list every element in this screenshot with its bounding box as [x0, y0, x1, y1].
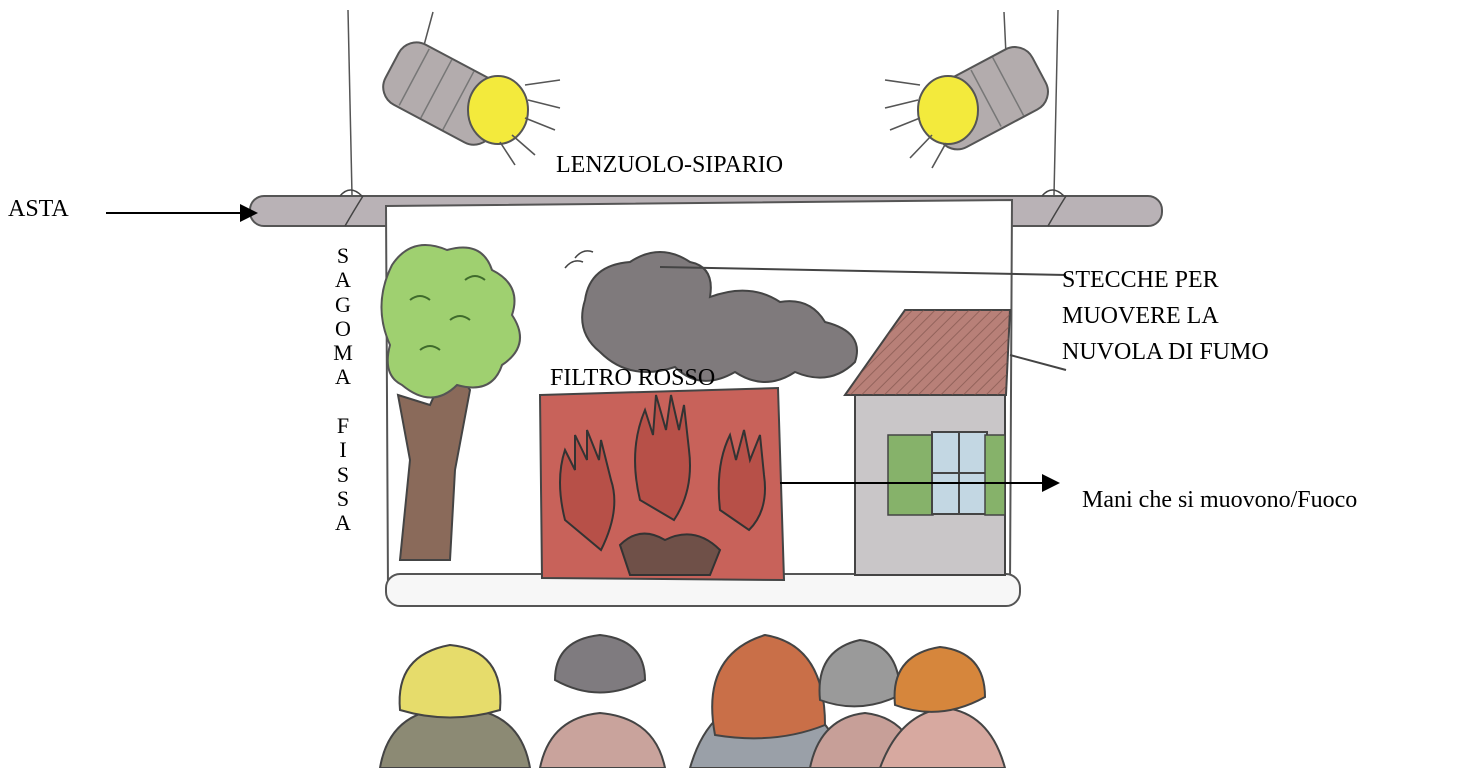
label-sagoma-fissa: S A G O M A F I S S A: [331, 243, 355, 536]
label-filtro-rosso: FILTRO ROSSO: [550, 365, 716, 391]
pointers: [106, 204, 1067, 492]
label-stecche-line3: NUVOLA DI FUMO: [1062, 339, 1269, 365]
lamp-right-icon: [884, 46, 1049, 169]
vletter: S: [336, 243, 350, 268]
vletter: G: [335, 291, 351, 317]
label-stecche-line1: STECCHE PER: [1062, 267, 1219, 293]
lamp-left-icon: [382, 41, 561, 166]
label-asta: ASTA: [8, 196, 69, 222]
tree-icon: [380, 244, 521, 561]
vletter: A: [335, 510, 351, 536]
stick-bottom: [1009, 354, 1067, 371]
hanging-strings: [347, 9, 1059, 196]
vletter-gap: [331, 390, 355, 414]
vletter: A: [335, 267, 351, 293]
vletter: S: [336, 485, 350, 511]
vletter: O: [335, 315, 351, 341]
vletter: F: [336, 413, 350, 439]
vletter: M: [333, 340, 353, 366]
audience-icon: [378, 633, 1007, 768]
asta-arrowhead: [240, 204, 258, 222]
vletter: I: [339, 437, 347, 463]
vletter: S: [336, 461, 350, 487]
label-mani-fuoco: Mani che si muovono/Fuoco: [1082, 487, 1358, 513]
label-lenzuolo-sipario: LENZUOLO-SIPARIO: [556, 152, 784, 178]
house-icon: [843, 309, 1012, 576]
fire-panel: [538, 386, 786, 582]
stick-top: [659, 266, 1067, 276]
vletter: A: [335, 364, 351, 390]
hands-arrowhead: [1042, 474, 1060, 492]
hands-icon: [559, 394, 766, 576]
label-stecche-line2: MUOVERE LA: [1062, 303, 1219, 329]
cloud-icon: [564, 250, 858, 383]
